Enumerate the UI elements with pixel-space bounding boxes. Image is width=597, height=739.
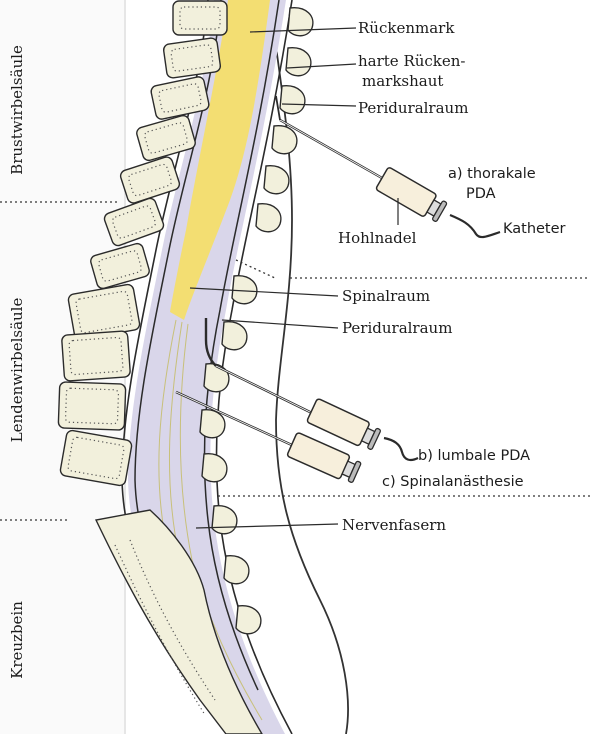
label-needle: Hohlnadel [338, 229, 417, 247]
spinous-process [224, 556, 249, 584]
vertebral-body [119, 155, 181, 204]
spinous-process [236, 606, 261, 634]
label-catheter: Katheter [503, 221, 566, 237]
catheter-line [450, 215, 500, 237]
vertebral-body [163, 37, 221, 78]
label-thoracic-pda-line2: PDA [466, 186, 496, 202]
label-epidural-top: Periduralraum [358, 99, 468, 117]
spinous-process [204, 364, 229, 392]
spinous-process [222, 322, 247, 350]
label-lumbar-pda: b) lumbale PDA [418, 448, 530, 464]
label-spinal-anesthesia: c) Spinalanästhesie [382, 474, 524, 490]
label-spinal-cord: Rückenmark [358, 19, 455, 37]
spinous-process [256, 204, 281, 232]
vertebral-body [173, 1, 227, 35]
vertebral-body [58, 382, 126, 430]
label-nerve-fibers: Nervenfasern [342, 516, 446, 534]
spinous-process [264, 166, 289, 194]
label-dura-line2: markshaut [362, 72, 443, 90]
spinous-process [232, 276, 257, 304]
spinous-process [212, 506, 237, 534]
label-dura-line1: harte Rücken- [358, 52, 466, 70]
spinous-process [286, 48, 311, 76]
label-spinal-space: Spinalraum [342, 287, 430, 305]
region-label-lumbar: Lendenwirbelsäule [8, 298, 26, 443]
region-label-sacrum: Kreuzbein [8, 601, 26, 679]
spinous-process [280, 86, 305, 114]
label-thoracic-pda-line1: a) thorakale [448, 166, 536, 182]
spinous-process [272, 126, 297, 154]
spinous-process [288, 8, 313, 36]
label-epidural-mid: Periduralraum [342, 319, 452, 337]
vertebral-body [61, 331, 130, 381]
region-label-thoracic: Brustwirbelsäule [8, 45, 26, 175]
spinous-process [202, 454, 227, 482]
